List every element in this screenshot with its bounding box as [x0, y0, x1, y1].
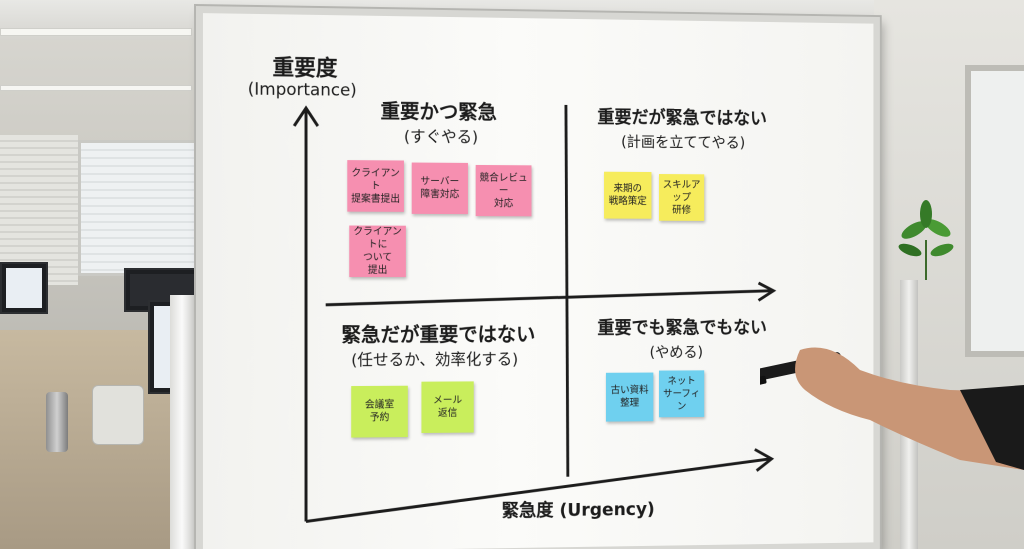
- x-axis-label: 緊急度 (Urgency): [501, 499, 655, 522]
- quadrant-subtitle-important-not-urgent: (計画を立ててやる): [621, 132, 746, 152]
- sticky-note: 来期の 戦略策定: [604, 171, 652, 219]
- window-blind: [0, 135, 78, 285]
- sticky-note: クライアントに ついて 提出: [349, 225, 406, 278]
- thermos-bottle: [46, 392, 68, 452]
- sticky-note: スキルアップ 研修: [658, 174, 705, 221]
- y-axis-label: 重要度: [272, 56, 338, 82]
- sticky-note: メール 返信: [421, 381, 474, 434]
- sticky-note: サーバー 障害対応: [411, 162, 468, 215]
- quadrant-subtitle-urgent-important: (すぐやる): [403, 126, 479, 147]
- monitor: [124, 268, 200, 312]
- sticky-note: 競合レビュー 対応: [475, 164, 532, 217]
- ceiling-light: [0, 85, 192, 91]
- quadrant-title-urgent-not-important: 緊急だが重要ではない: [341, 322, 536, 347]
- whiteboard-stand-leg: [170, 295, 194, 549]
- office-window: [78, 140, 204, 276]
- y-axis-label-en: (Importance): [247, 79, 357, 101]
- sticky-note: ネット サーフィン: [658, 370, 705, 418]
- sticky-note: 古い資料 整理: [605, 372, 654, 422]
- sticky-note: 会議室 予約: [351, 385, 408, 438]
- hand-with-marker: [760, 347, 1024, 470]
- ceiling-light: [0, 28, 192, 36]
- quadrant-title-important-not-urgent: 重要だが緊急ではない: [597, 107, 767, 130]
- quadrant-title-neither: 重要でも緊急でもない: [597, 317, 767, 339]
- vertical-divider: [566, 105, 568, 477]
- quadrant-subtitle-urgent-not-important: (任せるか、効率化する): [351, 349, 519, 370]
- sticky-note: クライアント 提案書提出: [347, 160, 404, 212]
- quadrant-title-urgent-important: 重要かつ緊急: [380, 99, 497, 124]
- horizontal-divider: [326, 291, 772, 305]
- monitor: [0, 262, 48, 314]
- desk-phone: [92, 385, 144, 445]
- quadrant-subtitle-neither: (やめる): [649, 343, 704, 361]
- office-window: [965, 65, 1024, 357]
- plant-icon: [898, 200, 954, 280]
